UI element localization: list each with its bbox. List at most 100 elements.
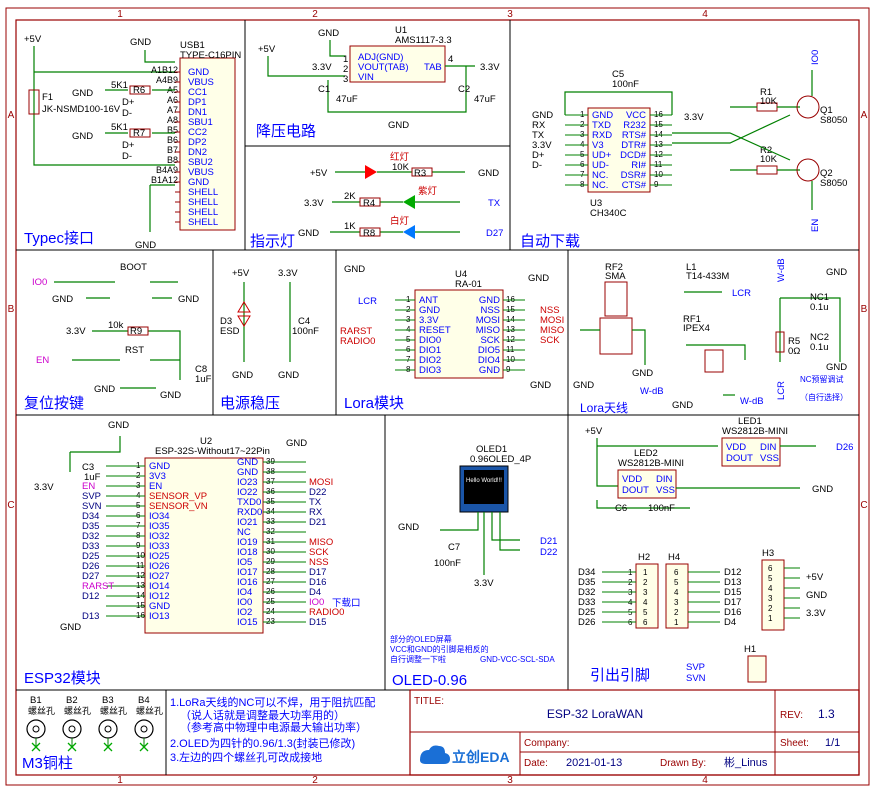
esp-left-pin: SENSOR_VP bbox=[149, 491, 207, 502]
led3-rval: 1K bbox=[344, 221, 356, 232]
section-title-header: 引出引脚 bbox=[590, 667, 650, 684]
c6-ref: C6 bbox=[615, 503, 627, 514]
net-5v-buck: +5V bbox=[258, 44, 276, 55]
esp-left-net: D32 bbox=[82, 531, 99, 542]
lora-right-pin: GND bbox=[479, 295, 500, 306]
header-h3 bbox=[761, 559, 785, 631]
usb-pins: GNDA1B12VBUSA4B9CC1A5DP1A6DN1A7SBU1A8CC2… bbox=[151, 65, 218, 228]
usb-pin-label: SBU2 bbox=[188, 157, 213, 168]
esp-left-pin: GND bbox=[149, 461, 170, 472]
autodl-block: U3 CH340C GND1GNDTXD2RXRXD3TXV343.3VUD+5… bbox=[532, 50, 847, 232]
ch340-right-pin: RTS# bbox=[622, 130, 647, 141]
gnd-esp-r: GND bbox=[286, 438, 307, 449]
esp-right-net: RADIO0 bbox=[309, 607, 344, 618]
esp-left-net: D33 bbox=[82, 541, 99, 552]
lora-right-net: MISO bbox=[540, 325, 564, 336]
gnd-d3: GND bbox=[232, 370, 253, 381]
led-block: +5V 3.3V GND 红灯 10K R3 紫灯 2K R4 白灯 1K R8… bbox=[298, 151, 503, 239]
led1-vss: VSS bbox=[760, 453, 779, 464]
esp-right-net: TX bbox=[309, 497, 322, 508]
c7-ref: C7 bbox=[448, 542, 460, 553]
l1-lcr: LCR bbox=[732, 288, 751, 299]
usb-pin-label: DN2 bbox=[188, 147, 207, 158]
c3-val: 1uF bbox=[84, 472, 101, 483]
lora-block: U4 RA-01 ANT1GND23.3V3RESET4DIO05DIO16DI… bbox=[340, 264, 564, 391]
h2-inner: 2 bbox=[643, 578, 648, 587]
led1-part: WS2812B-MINI bbox=[722, 426, 788, 437]
section-title-buck: 降压电路 bbox=[256, 123, 316, 140]
c2-ref: C2 bbox=[458, 84, 470, 95]
esp-left-pin: IO25 bbox=[149, 551, 170, 562]
gnd-lora-r2: GND bbox=[530, 380, 551, 391]
u1-num3: 3 bbox=[343, 74, 348, 85]
r2-ref: R2 bbox=[760, 145, 772, 156]
lora-pins: ANT1GND23.3V3RESET4DIO05DIO16DIO27DIO38G… bbox=[395, 295, 564, 376]
usb-pin-num: A8 bbox=[167, 115, 178, 125]
lora-right-net: NSS bbox=[540, 305, 560, 316]
led1-left: +5V bbox=[310, 168, 328, 179]
reset-block: BOOT IO0 GND GND 3.3V 10k R9 RST EN GND … bbox=[32, 262, 212, 401]
h3-num: 1 bbox=[768, 614, 773, 623]
h2-inner: 3 bbox=[643, 588, 648, 597]
h3-net: 3.3V bbox=[806, 608, 826, 619]
note-1: 1.LoRa天线的NC可以不焊，用于阻抗匹配 bbox=[170, 695, 375, 709]
net-5v-typec: +5V bbox=[24, 34, 42, 45]
no-connect-icon bbox=[139, 742, 149, 752]
gnd-esp-top: GND bbox=[108, 420, 129, 431]
rev-value: 1.3 bbox=[818, 707, 835, 721]
ch340-left-pin: TXD bbox=[592, 120, 611, 131]
esp-right-pin: GND bbox=[237, 467, 258, 478]
antenna-block: RF2 SMA GND GND W-dB L1 T14-433M LCR RF1… bbox=[573, 258, 848, 411]
reset-io0: IO0 bbox=[32, 277, 47, 288]
esp-left-pin: IO13 bbox=[149, 611, 170, 622]
h2-inner: 1 bbox=[643, 568, 648, 577]
ch340c bbox=[587, 107, 651, 193]
esp-left-pin: IO26 bbox=[149, 561, 170, 572]
fuse-part: JK-NSMD100-16V bbox=[42, 104, 121, 115]
hole-label: 螺丝孔 bbox=[136, 705, 163, 716]
esp-right-pin: IO2 bbox=[237, 607, 252, 618]
esp-left-net: SVP bbox=[82, 491, 101, 502]
oled-ref: OLED1 bbox=[476, 444, 507, 455]
no-connect-icon bbox=[103, 742, 113, 752]
usb-dp1: D+ bbox=[122, 97, 135, 108]
r9-ref: R9 bbox=[130, 326, 142, 337]
h3-num: 2 bbox=[768, 604, 773, 613]
lora-left-pin: DIO2 bbox=[419, 355, 441, 366]
lceda-logo-text: 立创EDA bbox=[452, 749, 510, 765]
usb-pin-label: CC1 bbox=[188, 87, 207, 98]
sheet-value: 1/1 bbox=[825, 737, 840, 749]
usb-pin-label: SHELL bbox=[188, 197, 218, 208]
led2-left: 3.3V bbox=[304, 198, 324, 209]
header-block: +5V LED1 WS2812B-MINI VDD DOUT DIN VSS D… bbox=[578, 416, 853, 684]
h2-inner: 5 bbox=[643, 608, 648, 617]
usb-dp2: D+ bbox=[122, 140, 135, 151]
c4-ref: C4 bbox=[298, 316, 310, 327]
company-label: Company: bbox=[524, 738, 570, 749]
grid-col-bottom: 1 bbox=[117, 775, 123, 786]
u1-tab: TAB bbox=[424, 62, 442, 73]
usb-pin-num: B1A12 bbox=[151, 175, 178, 185]
grid-row-left: C bbox=[7, 500, 14, 511]
gnd-r6: GND bbox=[72, 88, 93, 99]
grid-col-top: 4 bbox=[702, 9, 708, 20]
esp-left-net: D35 bbox=[82, 521, 99, 532]
esp-left-net: D12 bbox=[82, 591, 99, 602]
grid-row-right: B bbox=[861, 304, 868, 315]
header-h1 bbox=[747, 655, 767, 683]
led1-dout: DOUT bbox=[726, 453, 753, 464]
h3-net: GND bbox=[806, 590, 827, 601]
r7-val: 5K1 bbox=[111, 122, 128, 133]
gnd-r7: GND bbox=[72, 131, 93, 142]
led3-color: 白灯 bbox=[390, 215, 410, 227]
h1-net2: SVN bbox=[686, 673, 706, 684]
usb-pin-num: A7 bbox=[167, 105, 178, 115]
h4-net: D17 bbox=[724, 597, 741, 608]
d3-part: ESD bbox=[220, 326, 240, 337]
rf1-part: IPEX4 bbox=[683, 323, 710, 334]
usb-pin-num: B8 bbox=[167, 155, 178, 165]
h3-num: 5 bbox=[768, 574, 773, 583]
h4-net: D12 bbox=[724, 567, 741, 578]
led2-part: WS2812B-MINI bbox=[618, 458, 684, 469]
usb-pin-num: B6 bbox=[167, 135, 178, 145]
